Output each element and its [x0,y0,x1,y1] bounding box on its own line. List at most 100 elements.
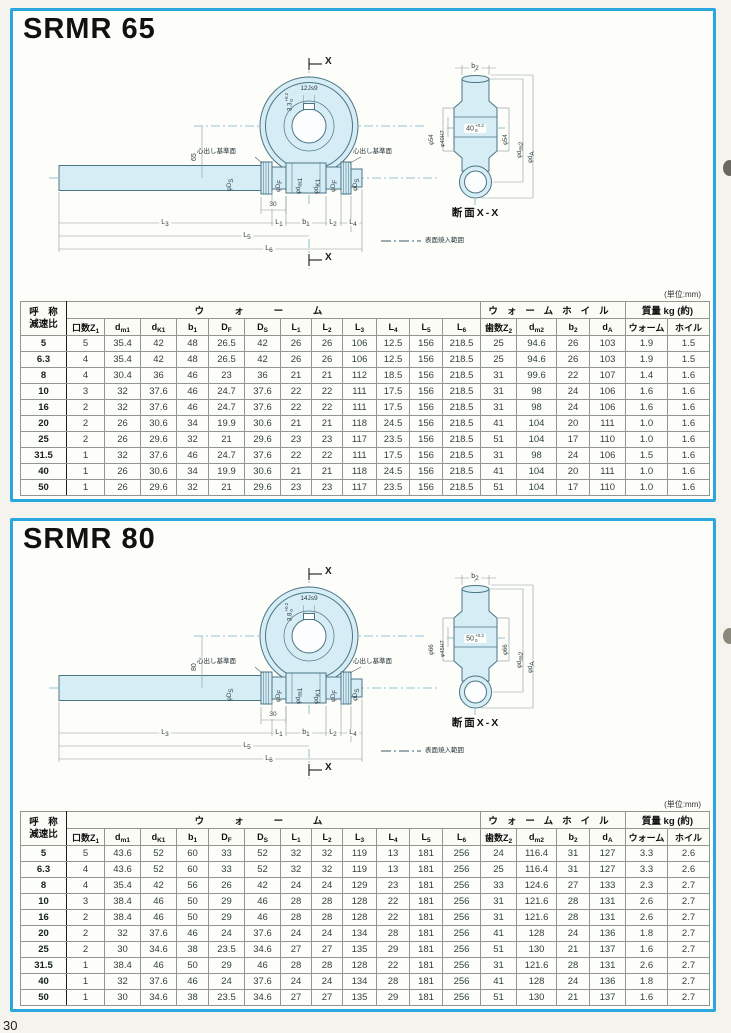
value-cell: 28 [311,893,343,910]
value-cell: 24 [311,877,343,894]
value-cell: 24.7 [208,447,245,464]
value-cell: 23 [208,367,245,384]
ratio-cell: 5 [20,845,67,862]
column-header: ホイル [667,318,710,336]
value-cell: 1.6 [667,479,710,496]
value-cell: 34.6 [140,989,177,1006]
value-cell: 137 [589,989,626,1006]
value-cell: 24 [280,877,312,894]
value-cell: 30.6 [244,463,281,480]
ratio-cell: 6.3 [20,861,67,878]
ratio-cell: 31.5 [20,957,67,974]
value-cell: 42 [140,877,177,894]
value-cell: 46 [176,399,209,416]
value-cell: 24 [556,973,590,990]
value-cell: 104 [516,479,557,496]
binder-hole-mark [723,628,731,644]
wheel-outside-dia-da: φdA [528,151,536,163]
value-cell: 24 [311,973,343,990]
value-cell: 17.5 [376,447,410,464]
value-cell: 21 [280,415,312,432]
ratio-cell: 16 [20,909,67,926]
value-cell: 37.6 [140,447,177,464]
unit-note: (単位:mm) [664,290,701,299]
value-cell: 218.5 [442,351,481,368]
dim-l3: L3 [159,219,171,228]
value-cell: 218.5 [442,447,481,464]
value-cell: 1.9 [625,351,668,368]
dim-l4: L4 [347,729,359,738]
column-header: L3 [342,318,377,336]
ratio-cell: 8 [20,367,67,384]
value-cell: 42 [140,351,177,368]
value-cell: 106 [342,335,377,352]
value-cell: 22 [376,893,410,910]
value-cell: 17.5 [376,399,410,416]
dim-l2: L2 [327,729,339,738]
value-cell: 52 [244,861,281,878]
value-cell: 32 [104,447,141,464]
dim-b2: b2 [469,573,481,582]
value-cell: 32 [311,845,343,862]
value-cell: 29.6 [244,479,281,496]
value-cell: 21 [311,367,343,384]
column-header: dA [589,828,626,846]
value-cell: 2 [66,941,105,958]
value-cell: 104 [516,463,557,480]
value-cell: 31 [480,909,517,926]
value-cell: 35.4 [104,877,141,894]
value-cell: 23.5 [376,479,410,496]
value-cell: 256 [442,941,481,958]
value-cell: 256 [442,877,481,894]
shaft-dia-ds-left: φDS [227,688,235,701]
value-cell: 30 [104,941,141,958]
worm-pitch-dia-dm1: φdm1 [296,177,304,194]
value-cell: 13 [376,845,410,862]
value-cell: 56 [176,877,209,894]
value-cell: 26 [280,351,312,368]
value-cell: 135 [342,989,377,1006]
value-cell: 1.0 [625,431,668,448]
value-cell: 33 [208,845,245,862]
boss-dia-right: φ66 [503,644,509,655]
value-cell: 106 [589,383,626,400]
value-cell: 21 [311,463,343,480]
value-cell: 18.5 [376,367,410,384]
value-cell: 41 [480,463,517,480]
value-cell: 34.6 [140,941,177,958]
value-cell: 131 [589,957,626,974]
value-cell: 32 [176,479,209,496]
wheel-pitch-dia-dm2: φdm2 [517,651,525,668]
value-cell: 38 [176,989,209,1006]
column-header: 歯数Z2 [480,828,517,846]
value-cell: 128 [342,893,377,910]
dim-l2: L2 [327,219,339,228]
dim-l1: L1 [273,219,285,228]
value-cell: 20 [556,415,590,432]
value-cell: 32 [311,861,343,878]
column-header: dK1 [140,828,177,846]
ratio-cell: 10 [20,893,67,910]
section-x-marker-bottom: X [325,252,332,263]
value-cell: 1 [66,957,105,974]
value-cell: 26.5 [208,351,245,368]
value-cell: 32 [104,399,141,416]
panel-srmr65: SRMR 65 [10,8,716,502]
value-cell: 31 [480,367,517,384]
value-cell: 46 [176,367,209,384]
ratio-cell: 40 [20,973,67,990]
value-cell: 1.5 [667,351,710,368]
value-cell: 181 [409,941,443,958]
value-cell: 181 [409,877,443,894]
value-cell: 106 [342,351,377,368]
value-cell: 1.6 [625,941,668,958]
column-header: L3 [342,828,377,846]
ratio-cell: 20 [20,925,67,942]
value-cell: 2.7 [667,925,710,942]
dim-l1: L1 [273,729,285,738]
